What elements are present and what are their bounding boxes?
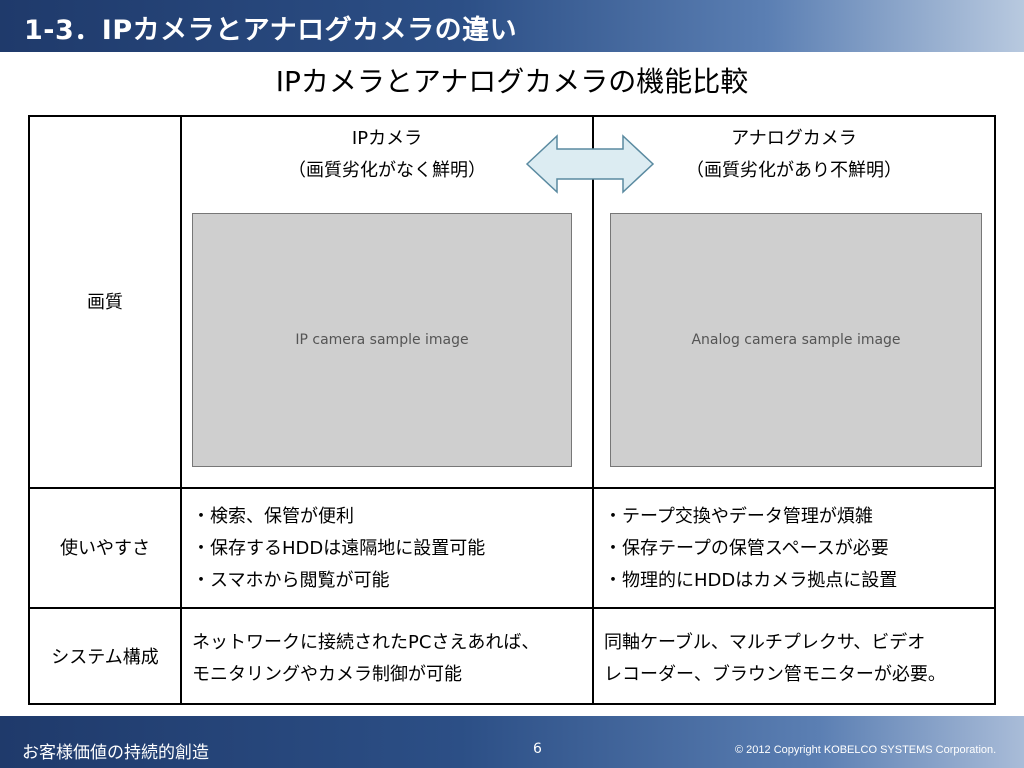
column-divider bbox=[180, 117, 182, 703]
row-divider bbox=[30, 487, 994, 489]
list-item: ・物理的にHDDはカメラ拠点に設置 bbox=[604, 570, 898, 591]
analog-camera-heading: アナログカメラ （画質劣化があり不鮮明） bbox=[686, 128, 902, 181]
comparison-table: IPカメラ （画質劣化がなく鮮明） アナログカメラ （画質劣化があり不鮮明） 画… bbox=[28, 115, 996, 705]
header-bar: 1-3．IPカメラとアナログカメラの違い bbox=[0, 0, 1024, 52]
row-label-quality: 画質 bbox=[87, 292, 123, 313]
analog-system-text: 同軸ケーブル、マルチプレクサ、ビデオ レコーダー、ブラウン管モニターが必要。 bbox=[604, 632, 946, 685]
list-item: ・スマホから閲覧が可能 bbox=[192, 570, 390, 591]
column-divider bbox=[592, 117, 594, 703]
ip-camera-image: IP camera sample image bbox=[192, 213, 572, 467]
footer-bar bbox=[0, 716, 1024, 768]
row-label-system: システム構成 bbox=[51, 647, 159, 668]
row-label-usability: 使いやすさ bbox=[60, 538, 150, 559]
list-item: ・検索、保管が便利 bbox=[192, 506, 354, 527]
analog-camera-image: Analog camera sample image bbox=[610, 213, 982, 467]
slide-title: IPカメラとアナログカメラの機能比較 bbox=[275, 65, 749, 98]
ip-system-text: ネットワークに接続されたPCさえあれば、 モニタリングやカメラ制御が可能 bbox=[192, 632, 540, 685]
page-number: 6 bbox=[533, 741, 542, 757]
list-item: ・保存テープの保管スペースが必要 bbox=[604, 538, 889, 559]
copyright-text: © 2012 Copyright KOBELCO SYSTEMS Corpora… bbox=[735, 744, 997, 756]
row-divider bbox=[30, 607, 994, 609]
list-item: ・保存するHDDは遠隔地に設置可能 bbox=[192, 538, 486, 559]
footer-slogan: お客様価値の持続的創造 bbox=[22, 743, 209, 763]
ip-camera-heading: IPカメラ （画質劣化がなく鮮明） bbox=[288, 128, 486, 181]
list-item: ・テープ交換やデータ管理が煩雑 bbox=[604, 506, 873, 527]
ip-usability-list: ・検索、保管が便利 ・保存するHDDは遠隔地に設置可能 ・スマホから閲覧が可能 bbox=[192, 501, 485, 597]
analog-usability-list: ・テープ交換やデータ管理が煩雑 ・保存テープの保管スペースが必要 ・物理的にHD… bbox=[604, 501, 897, 597]
double-arrow-icon bbox=[525, 134, 655, 194]
section-title: 1-3．IPカメラとアナログカメラの違い bbox=[24, 15, 518, 46]
